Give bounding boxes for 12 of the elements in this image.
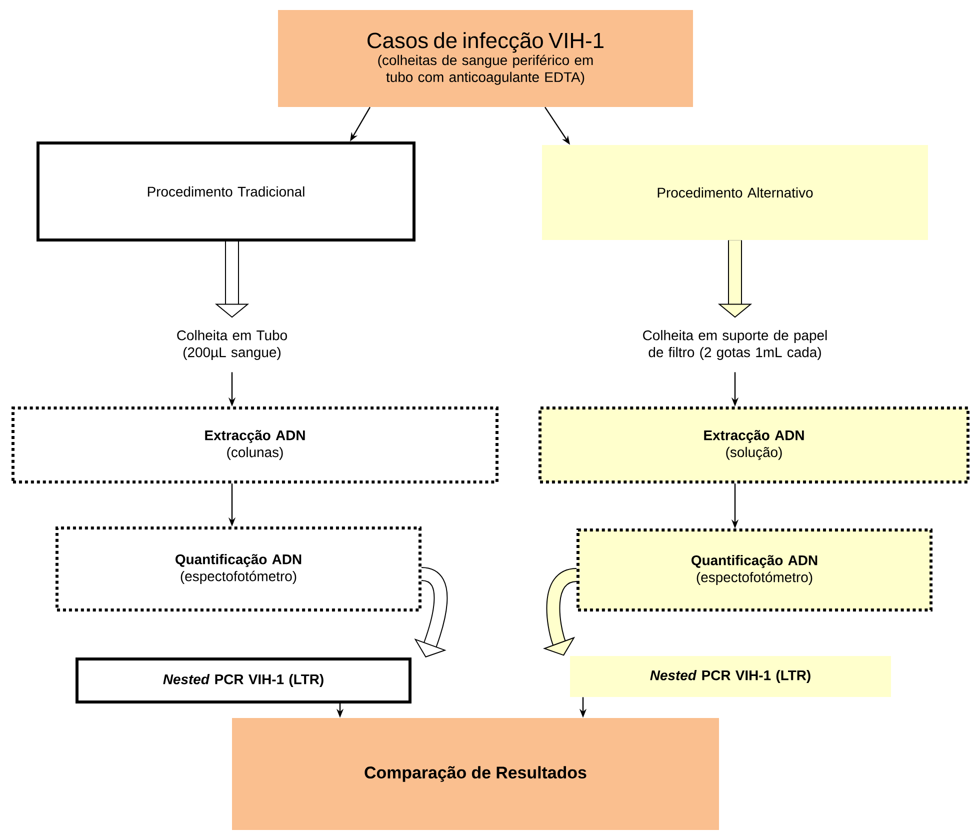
step-text: Colheita em Tubo (200µL sangue) [177, 330, 287, 360]
process-box: Quantificação ADN (espectofotómetro) [576, 528, 932, 612]
process-box: Nested PCR VIH-1 (LTR) [570, 656, 891, 697]
process-box: Extracção ADN (solução) [538, 406, 970, 484]
title-box: Casos de infecção VIH-1 (colheitas de sangue periférico em tubo com anticoagulante EDTA) [278, 10, 693, 107]
process-box: Procedimento Tradicional [36, 142, 416, 242]
process-box: Extracção ADN (colunas) [12, 406, 498, 484]
step-text: Colheita em suporte de papel de filtro (2 gotas 1mL cada) [643, 330, 827, 360]
process-box: Nested PCR VIH-1 (LTR) [76, 658, 412, 704]
process-box: Procedimento Alternativo [542, 145, 928, 240]
process-box: Quantificação ADN (espectofotómetro) [56, 526, 422, 612]
result-box: Comparação de Resultados [232, 718, 719, 830]
